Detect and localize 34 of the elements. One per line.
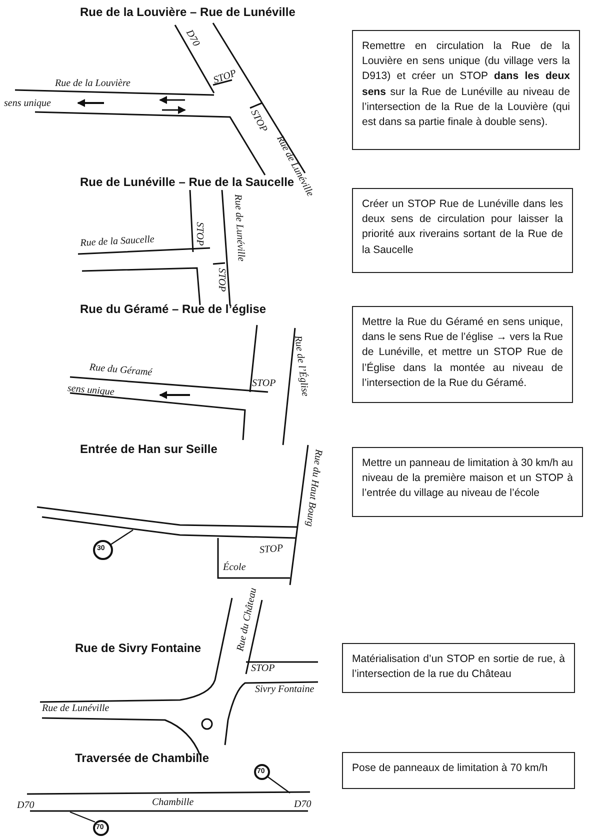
text-box: Mettre un panneau de limitation à 30 km/h au niveau de la première maison et un STOP à l’entrée du village au niveau de l’école (352, 447, 583, 517)
road-label: Rue de l’Église (292, 335, 310, 397)
school-label: École (223, 562, 246, 573)
road-label: Rue du Haut Bourg (304, 448, 324, 528)
section-heading: Rue de Sivry Fontaine (75, 641, 202, 655)
stop-marking: STOP (216, 268, 227, 292)
road-label: D70 (183, 28, 202, 48)
text-box: Matérialisation d’un STOP en sortie de rue, à l’intersection de la rue du Château (342, 643, 575, 693)
stop-marking: STOP (194, 222, 205, 246)
road-label: Rue de Lunéville (42, 703, 110, 714)
road-label: Rue de la Saucelle (80, 234, 155, 249)
section-heading: Rue du Géramé – Rue de l’église (80, 302, 266, 316)
road-label: D70 (294, 799, 312, 810)
stop-marking: STOP (212, 68, 238, 86)
road-label: Rue du Château (235, 586, 260, 652)
road-label: Chambille (152, 797, 194, 808)
road-label: Rue de Lunéville (232, 194, 247, 262)
section-heading: Entrée de Han sur Seille (80, 442, 218, 456)
one-way-label: sens unique (67, 383, 115, 398)
stop-marking: STOP (251, 663, 275, 674)
text-box: Créer un STOP Rue de Lunéville dans les deux sens de circulation pour laisser la priorité aux riverains sortant de la Rue de la Saucelle (352, 188, 573, 273)
road-label: D70 (17, 800, 34, 811)
road-label: Sivry Fontaine (255, 684, 314, 695)
road-label: Rue de la Louvière (55, 78, 130, 89)
road-label: Rue du Géramé (89, 362, 153, 378)
one-way-label: sens unique (4, 98, 51, 109)
stop-marking: STOP (259, 542, 284, 556)
section-heading: Traversée de Chambille (75, 751, 210, 765)
section-heading: Rue de la Louvière – Rue de Lunéville (80, 5, 296, 19)
text-box: Mettre la Rue du Géramé en sens unique, dans le sens Rue de l’église → vers la Rue de Lunéville, et mettre un STOP Rue de l’Église dans la montée au niveau de l’intersection de la Rue du Géramé. (352, 306, 573, 403)
text-box: Pose de panneaux de limitation à 70 km/h (342, 752, 575, 789)
stop-marking: STOP (248, 108, 270, 134)
text-box: Remettre en circulation la Rue de la Louvière en sens unique (du village vers la D913) et créer un STOP dans les deux sens sur la Rue de Lunéville au niveau de l’intersection de la Rue de la Louvière (qui est dans sa partie finale à double sens). (352, 30, 580, 150)
stop-marking: STOP (252, 378, 276, 389)
